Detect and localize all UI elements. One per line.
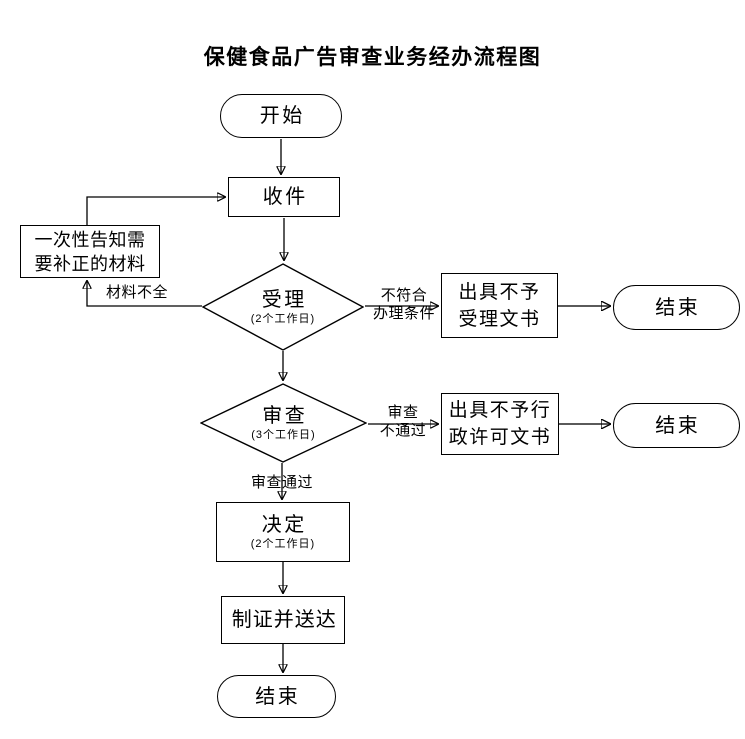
edge-notify-to-receive <box>86 197 225 225</box>
node-end-accept: 结束 <box>613 285 740 330</box>
node-end-final: 结束 <box>217 675 336 718</box>
node-deliver: 制证并送达 <box>221 596 345 644</box>
node-end-review-label: 结束 <box>655 414 701 437</box>
edge-label-review-fail-line2: 不通过 <box>379 422 427 439</box>
diamond-shape <box>202 263 364 351</box>
node-deliver-label: 制证并送达 <box>231 609 337 631</box>
node-accept-decision: 受理 (2个工作日) <box>202 263 364 351</box>
node-review-label: 审查 <box>262 405 308 427</box>
node-notify-line2: 要补正的材料 <box>34 253 146 274</box>
node-accept-label: 受理 <box>261 289 307 311</box>
node-reject-accept-line2: 受理文书 <box>458 308 541 330</box>
edge-label-not-qualified-line2: 办理条件 <box>372 305 435 322</box>
node-decide-duration: (2个工作日) <box>250 538 316 550</box>
node-decide: 决定 (2个工作日) <box>216 502 350 562</box>
node-end-final-label: 结束 <box>255 685 301 708</box>
node-start: 开始 <box>220 94 342 138</box>
node-reject-accept-doc: 出具不予 受理文书 <box>441 273 558 338</box>
edge-label-materials-incomplete: 材料不全 <box>106 284 169 301</box>
node-reject-review-line2: 政许可文书 <box>448 427 552 448</box>
node-reject-review-line1: 出具不予行 <box>448 400 552 421</box>
edge-label-review-pass: 审查通过 <box>251 474 314 491</box>
node-review-decision: 审查 (3个工作日) <box>200 383 367 463</box>
node-decide-label: 决定 <box>261 514 307 536</box>
edge-label-not-qualified-line1: 不符合 <box>380 287 428 304</box>
node-review-duration: (3个工作日) <box>251 429 316 441</box>
node-end-review: 结束 <box>613 403 740 448</box>
node-accept-duration: (2个工作日) <box>250 313 316 325</box>
page-title: 保健食品广告审查业务经办流程图 <box>203 46 542 69</box>
node-start-label: 开始 <box>259 105 305 127</box>
node-end-accept-label: 结束 <box>655 296 701 319</box>
node-reject-accept-line1: 出具不予 <box>458 281 541 303</box>
node-notify-correction: 一次性告知需 要补正的材料 <box>20 225 160 278</box>
edge-label-not-qualified: 不符合 办理条件 <box>372 287 436 323</box>
edge-label-review-fail: 审查 不通过 <box>372 404 434 440</box>
node-receive-label: 收件 <box>262 186 308 208</box>
node-receive: 收件 <box>228 177 340 217</box>
node-notify-line1: 一次性告知需 <box>34 229 146 250</box>
edge-label-review-fail-line1: 审查 <box>387 404 419 421</box>
node-reject-review-doc: 出具不予行 政许可文书 <box>441 393 559 455</box>
diamond-shape <box>200 383 367 463</box>
